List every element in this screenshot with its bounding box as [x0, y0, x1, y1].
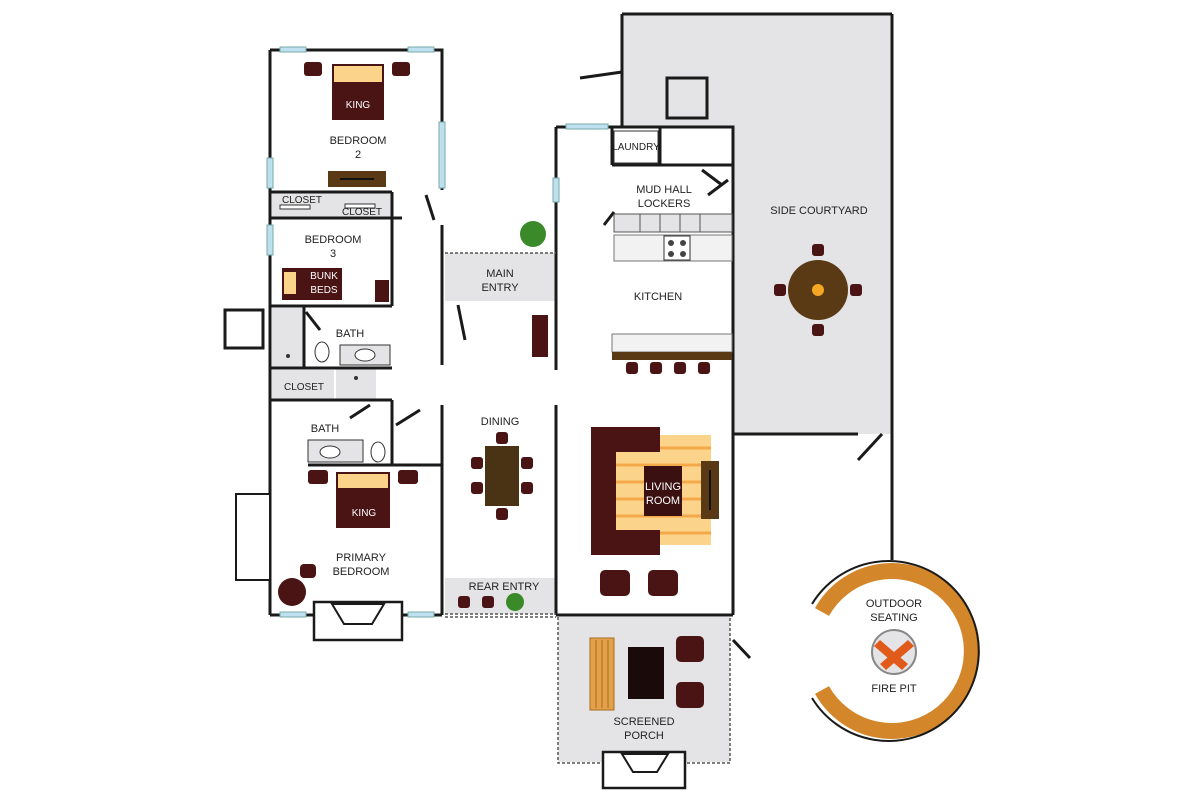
bed-1-pillows [334, 66, 382, 82]
laundry-label: LAUNDRY [612, 142, 660, 153]
lockers [613, 213, 733, 233]
sink-icon [354, 348, 376, 362]
toilet-icon [314, 341, 330, 363]
laundry-box [613, 130, 659, 164]
kitchen-label: KITCHEN [633, 291, 683, 303]
rear-stool [482, 596, 494, 608]
screened-porch-label: SCREENED PORCH [613, 716, 675, 742]
nightstand [392, 62, 410, 76]
porch-table [628, 647, 664, 699]
fireplace-porch-hearth [620, 753, 670, 773]
outdoor-seating-ring [815, 563, 980, 739]
windows [266, 46, 609, 618]
closet-floor-4 [336, 368, 376, 400]
nightstand [304, 62, 322, 76]
outdoor-seating-label: OUTDOOR SEATING [865, 598, 923, 624]
king-bed-1-label: KING [345, 100, 371, 111]
armchair-icon [648, 570, 678, 596]
dresser [375, 280, 389, 302]
mud-hall-label: MUD HALL LOCKERS [636, 184, 692, 210]
outdoor-seating-ring-outline [811, 560, 980, 742]
main-entry-label: MAIN ENTRY [481, 268, 519, 294]
king-bed-2-label: KING [351, 508, 377, 519]
nightstand [308, 470, 328, 484]
nightstand [398, 470, 418, 484]
coffee-table [644, 466, 682, 516]
plant-icon [506, 593, 524, 611]
closet-shelves [279, 203, 376, 210]
walls [268, 12, 894, 660]
rear-stool [458, 596, 470, 608]
bunk-beds-pillow [284, 272, 296, 294]
ottoman-icon [300, 564, 316, 578]
main-entry-area [445, 253, 555, 301]
bath-upper-label: BATH [335, 328, 365, 340]
toilet-icon [370, 441, 386, 463]
armchair-icon [278, 578, 306, 606]
dining-chairs [471, 432, 533, 520]
armchair-icon [600, 570, 630, 596]
stove-icon [663, 235, 691, 261]
closet-floor-2 [272, 370, 334, 400]
drain-icon [354, 376, 358, 380]
fire-icon [874, 640, 914, 670]
dining-table [485, 446, 519, 506]
dining-label: DINING [480, 416, 520, 428]
armchair-icon [676, 682, 704, 708]
fire-pit-label: FIRE PIT [871, 683, 917, 695]
plant-icon [520, 221, 546, 247]
bath-lower-label: BATH [310, 423, 340, 435]
closet-3-label: CLOSET [283, 382, 324, 393]
exterior-box-left [223, 308, 265, 350]
primary-bedroom-label: PRIMARY BEDROOM [332, 552, 390, 578]
bed-2-pillows [338, 474, 388, 488]
fireplace-primary-hearth [330, 603, 386, 625]
side-courtyard-label: SIDE COURTYARD [770, 205, 868, 217]
armchair-icon [676, 636, 704, 662]
living-room-label: LIVING ROOM [644, 481, 682, 507]
bedroom-2-label: BEDROOM 2 [329, 135, 387, 161]
entry-console [532, 315, 548, 357]
fireplace-primary [312, 600, 404, 642]
island-overhang [612, 352, 732, 360]
bunk-beds-label: BUNK BEDS [310, 271, 338, 296]
kitchen-island [611, 333, 733, 353]
closet-floor-3 [272, 308, 304, 368]
closet-1-label: CLOSET [281, 195, 322, 206]
table-center [812, 284, 824, 296]
sectional-sofa [591, 427, 660, 555]
rear-entry-label: REAR ENTRY [468, 581, 540, 593]
bedroom-3-label: BEDROOM 3 [304, 234, 362, 260]
courtyard-planter [665, 76, 709, 120]
drain-icon [286, 354, 290, 358]
courtyard-chairs [774, 244, 862, 336]
bar-stools [626, 362, 710, 374]
fireplace-porch [601, 750, 687, 790]
closet-2-label: CLOSET [341, 207, 382, 218]
sink-icon [319, 445, 341, 459]
bay-window-left [235, 493, 271, 581]
